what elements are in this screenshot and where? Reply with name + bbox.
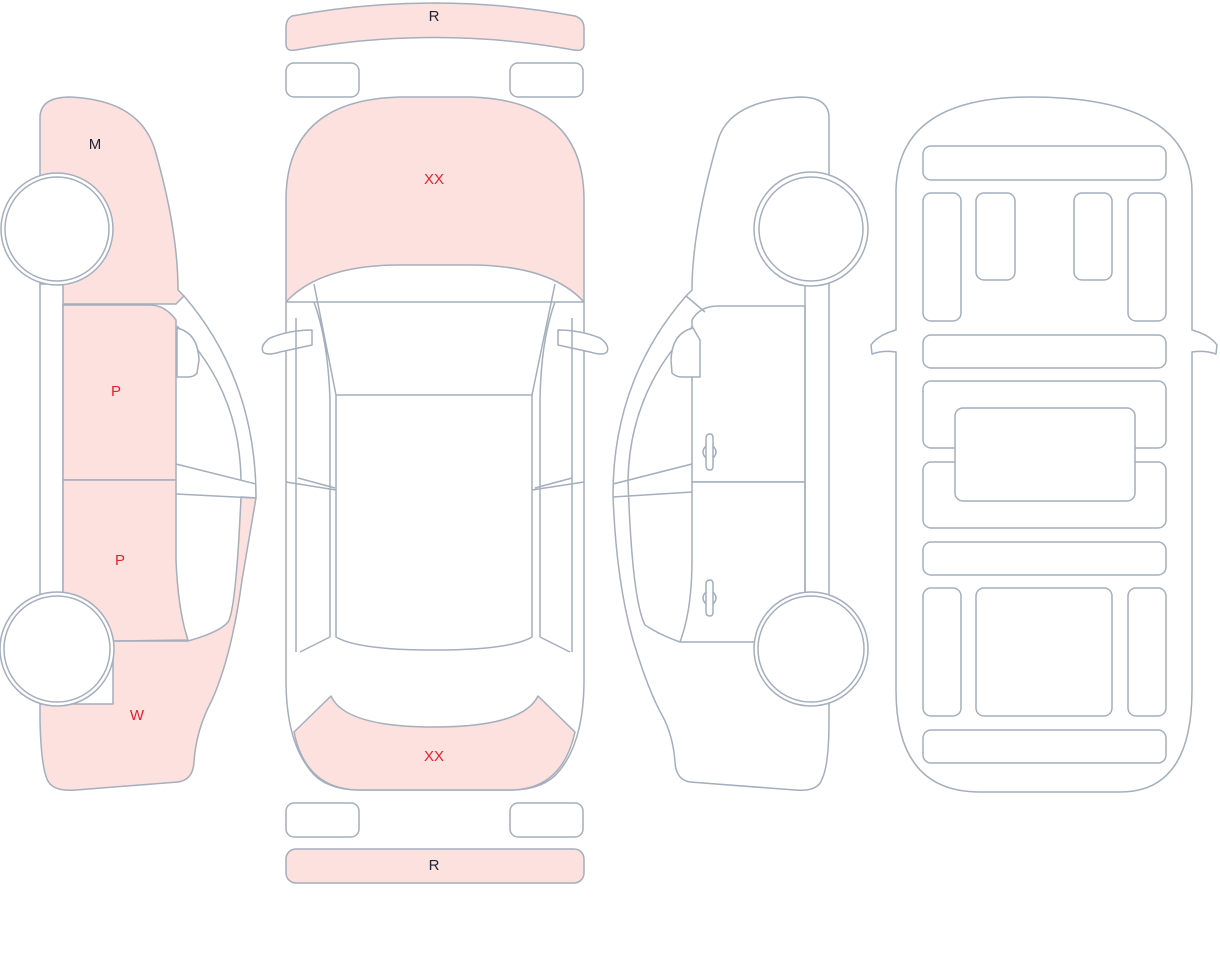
left-side-view bbox=[0, 96, 257, 792]
right-side-mirror[interactable] bbox=[670, 327, 701, 378]
rear-bumper-top[interactable] bbox=[285, 2, 585, 52]
left-side-mirror[interactable] bbox=[176, 327, 200, 378]
interior-front-right-strip[interactable] bbox=[1127, 192, 1167, 322]
interior-crossbar-2[interactable] bbox=[922, 541, 1167, 576]
top-view bbox=[261, 2, 609, 884]
top-pillars bbox=[285, 283, 585, 653]
panel-labels: R XX XX R M P P W bbox=[89, 8, 444, 874]
rear-light-left bbox=[285, 62, 360, 98]
interior-crossbar-1[interactable] bbox=[922, 334, 1167, 369]
rear-light-right bbox=[509, 62, 584, 98]
right-front-door-handle[interactable] bbox=[705, 433, 714, 471]
interior-front-seat-right[interactable] bbox=[1073, 192, 1113, 281]
front-light-right bbox=[509, 802, 584, 838]
label-trunk: XX bbox=[424, 748, 444, 765]
right-front-wheel[interactable] bbox=[753, 171, 869, 287]
right-front-door[interactable] bbox=[691, 305, 806, 483]
left-window-lines bbox=[175, 463, 257, 499]
interior-front-seat-left[interactable] bbox=[975, 192, 1016, 281]
label-front-bumper-bottom: R bbox=[429, 857, 440, 874]
trunk[interactable] bbox=[293, 695, 576, 791]
hood[interactable] bbox=[285, 96, 585, 303]
top-right-mirror[interactable] bbox=[557, 329, 609, 355]
interior-center-console[interactable] bbox=[954, 407, 1136, 502]
label-left-front-door: P bbox=[111, 383, 121, 400]
interior-dashboard[interactable] bbox=[922, 145, 1167, 181]
interior-rear-bar[interactable] bbox=[922, 729, 1167, 764]
roof-panel[interactable] bbox=[335, 394, 533, 651]
label-left-rear-quarter: W bbox=[130, 707, 145, 724]
left-rear-quarter[interactable] bbox=[39, 496, 257, 792]
left-front-door[interactable] bbox=[62, 304, 177, 481]
interior-rear-right-strip[interactable] bbox=[1127, 587, 1167, 717]
right-body-pillar bbox=[612, 284, 806, 643]
interior-rear-seat[interactable] bbox=[975, 587, 1113, 717]
label-left-front-fender: M bbox=[89, 136, 102, 153]
right-side-view bbox=[612, 96, 869, 792]
interior-rear-left-strip[interactable] bbox=[922, 587, 962, 717]
left-front-wheel[interactable] bbox=[0, 172, 114, 286]
right-rear-door-handle[interactable] bbox=[705, 579, 714, 617]
interior-front-left-strip[interactable] bbox=[922, 192, 962, 322]
label-left-rear-door: P bbox=[115, 552, 125, 569]
front-bumper-bottom[interactable] bbox=[285, 848, 585, 884]
interior-view bbox=[870, 96, 1218, 793]
top-left-mirror[interactable] bbox=[261, 329, 313, 355]
right-rear-wheel[interactable] bbox=[753, 591, 869, 707]
left-rear-wheel[interactable] bbox=[0, 591, 115, 707]
label-hood: XX bbox=[424, 171, 444, 188]
front-light-left bbox=[285, 802, 360, 838]
label-rear-bumper-top: R bbox=[429, 8, 440, 25]
